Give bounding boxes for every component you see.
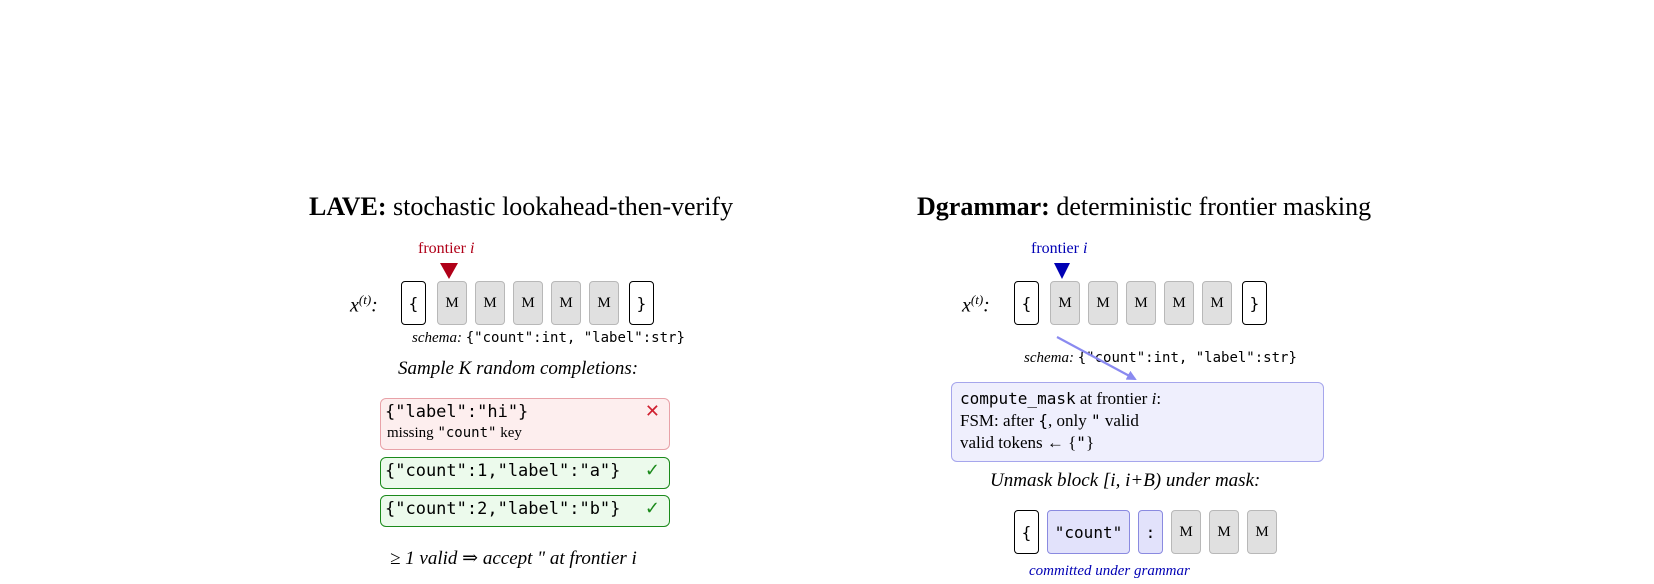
token-mask: M bbox=[437, 281, 467, 325]
token-mask: M bbox=[1202, 281, 1232, 325]
mask-connector-arrow-icon bbox=[1056, 336, 1137, 380]
lave-schema: schema: {"count":int, "label":str} bbox=[412, 330, 685, 346]
mask-line-3: valid tokens ← {"} bbox=[960, 433, 1095, 452]
mask-computation-box: compute_mask at frontier i: FSM: after {… bbox=[951, 382, 1324, 462]
token-close-brace: } bbox=[629, 281, 654, 325]
result-token-mask: M bbox=[1209, 510, 1239, 554]
token-mask: M bbox=[1050, 281, 1080, 325]
unmask-caption: Unmask block [i, i+B) under mask: bbox=[990, 470, 1261, 491]
candidate-text: {"label":"hi"} bbox=[385, 402, 529, 422]
cross-icon: ✕ bbox=[644, 401, 660, 422]
mask-line-1: compute_mask at frontier i: bbox=[960, 389, 1162, 408]
dgrammar-sequence-label: x(t): bbox=[962, 292, 990, 317]
dgrammar-frontier-label: frontier i bbox=[1031, 240, 1088, 257]
token-mask: M bbox=[1126, 281, 1156, 325]
result-token-count-key: "count" bbox=[1047, 510, 1130, 554]
candidate-text: {"count":2,"label":"b"} bbox=[385, 499, 621, 519]
candidate-note: missing "count" key bbox=[387, 425, 522, 441]
result-token-colon: : bbox=[1138, 510, 1163, 554]
lave-frontier-label: frontier i bbox=[418, 240, 475, 257]
dgrammar-frontier-arrow-icon bbox=[1054, 263, 1070, 279]
mask-line-2: FSM: after {, only " valid bbox=[960, 411, 1139, 430]
result-token-mask: M bbox=[1171, 510, 1201, 554]
dgrammar-title: Dgrammar: deterministic frontier masking bbox=[917, 192, 1371, 222]
dgrammar-title-rest: deterministic frontier masking bbox=[1056, 192, 1372, 221]
check-icon: ✓ bbox=[644, 498, 660, 519]
token-mask: M bbox=[1088, 281, 1118, 325]
lave-frontier-arrow-icon bbox=[440, 263, 458, 279]
candidate-invalid: {"label":"hi"} ✕ missing "count" key bbox=[380, 398, 670, 450]
lave-conclusion: ≥ 1 valid ⇒ accept " at frontier i bbox=[390, 548, 637, 569]
lave-sequence-label: x(t): bbox=[350, 292, 378, 317]
token-mask: M bbox=[589, 281, 619, 325]
token-close-brace: } bbox=[1242, 281, 1267, 325]
token-mask: M bbox=[513, 281, 543, 325]
check-icon: ✓ bbox=[644, 460, 660, 481]
result-token-mask: M bbox=[1247, 510, 1277, 554]
candidate-valid-1: {"count":1,"label":"a"} ✓ bbox=[380, 457, 670, 489]
candidate-text: {"count":1,"label":"a"} bbox=[385, 461, 621, 481]
token-mask: M bbox=[475, 281, 505, 325]
token-mask: M bbox=[551, 281, 581, 325]
committed-label: committed under grammar bbox=[1029, 563, 1190, 579]
lave-title-rest: stochastic lookahead-then-verify bbox=[393, 192, 734, 221]
lave-title-bold: LAVE: bbox=[309, 192, 387, 221]
result-token-open-brace: { bbox=[1014, 510, 1039, 554]
token-mask: M bbox=[1164, 281, 1194, 325]
lave-title: LAVE: stochastic lookahead-then-verify bbox=[309, 192, 733, 222]
token-open-brace: { bbox=[401, 281, 426, 325]
lave-sample-caption: Sample K random completions: bbox=[398, 358, 639, 379]
candidate-valid-2: {"count":2,"label":"b"} ✓ bbox=[380, 495, 670, 527]
dgrammar-title-bold: Dgrammar: bbox=[917, 192, 1050, 221]
token-open-brace: { bbox=[1014, 281, 1039, 325]
dgrammar-schema: schema: {"count":int, "label":str} bbox=[1024, 350, 1297, 366]
